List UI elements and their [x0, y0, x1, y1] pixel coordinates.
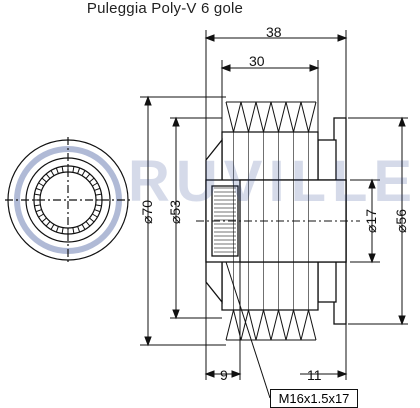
spline-tooth	[50, 170, 55, 177]
thread-lines	[214, 187, 236, 253]
spline-tooth	[34, 193, 41, 196]
dim-bore-diameter: ⌀17	[363, 209, 379, 234]
spline-teeth	[34, 166, 102, 234]
spline-tooth	[89, 217, 95, 223]
dim-flange-diameter: ⌀56	[393, 209, 409, 234]
spline-tooth	[38, 182, 45, 187]
spline-tooth	[81, 170, 86, 177]
rib-groove	[255, 309, 272, 341]
dimension-lines	[140, 30, 408, 399]
rib-groove	[285, 101, 302, 133]
dim-groove-length: 30	[249, 53, 265, 69]
rib-groove	[225, 309, 242, 341]
rib-groove	[285, 309, 302, 341]
spline-tooth	[95, 193, 102, 196]
dim-offset-left: 9	[220, 367, 228, 383]
spline-tooth	[61, 166, 64, 173]
spline-tooth	[55, 226, 59, 233]
spline-tooth	[45, 173, 51, 179]
spline-tooth	[85, 221, 91, 227]
spline-tooth	[94, 209, 101, 213]
rib-groove	[270, 309, 287, 341]
dim-overall-length: 38	[266, 24, 282, 40]
spline-tooth	[72, 227, 75, 234]
rib-groove	[255, 101, 272, 133]
spline-tooth	[89, 177, 95, 183]
spline-tooth	[91, 213, 98, 218]
rib-groove	[240, 101, 257, 133]
spline-tooth	[94, 187, 101, 191]
spline-tooth	[77, 167, 81, 174]
spline-tooth	[85, 173, 91, 179]
spline-tooth	[35, 187, 42, 191]
rib-groove	[300, 101, 317, 133]
spline-tooth	[61, 227, 64, 234]
watermark: RUVILLE	[128, 149, 419, 214]
rib-groove	[225, 101, 242, 133]
spline-tooth	[55, 167, 59, 174]
front-view	[5, 137, 131, 263]
spline-tooth	[41, 177, 47, 183]
dim-offset-right: 11	[307, 367, 322, 383]
spline-tooth	[91, 182, 98, 187]
thread-spec: M16x1.5x17	[270, 389, 358, 408]
spline-tooth	[95, 204, 102, 207]
drawing-title: Puleggia Poly-V 6 gole	[86, 0, 244, 17]
spline-tooth	[72, 166, 75, 173]
spline-tooth	[35, 209, 42, 213]
spline-tooth	[34, 204, 41, 207]
spline-tooth	[38, 213, 45, 218]
dim-outer-diameter: ⌀70	[139, 200, 155, 225]
dim-groove-diameter: ⌀53	[167, 200, 183, 225]
rib-groove	[300, 309, 317, 341]
spline-tooth	[41, 217, 47, 223]
spline-tooth	[81, 223, 86, 230]
spline-tooth	[50, 223, 55, 230]
spline-tooth	[45, 221, 51, 227]
spline-tooth	[77, 226, 81, 233]
rib-groove	[270, 101, 287, 133]
